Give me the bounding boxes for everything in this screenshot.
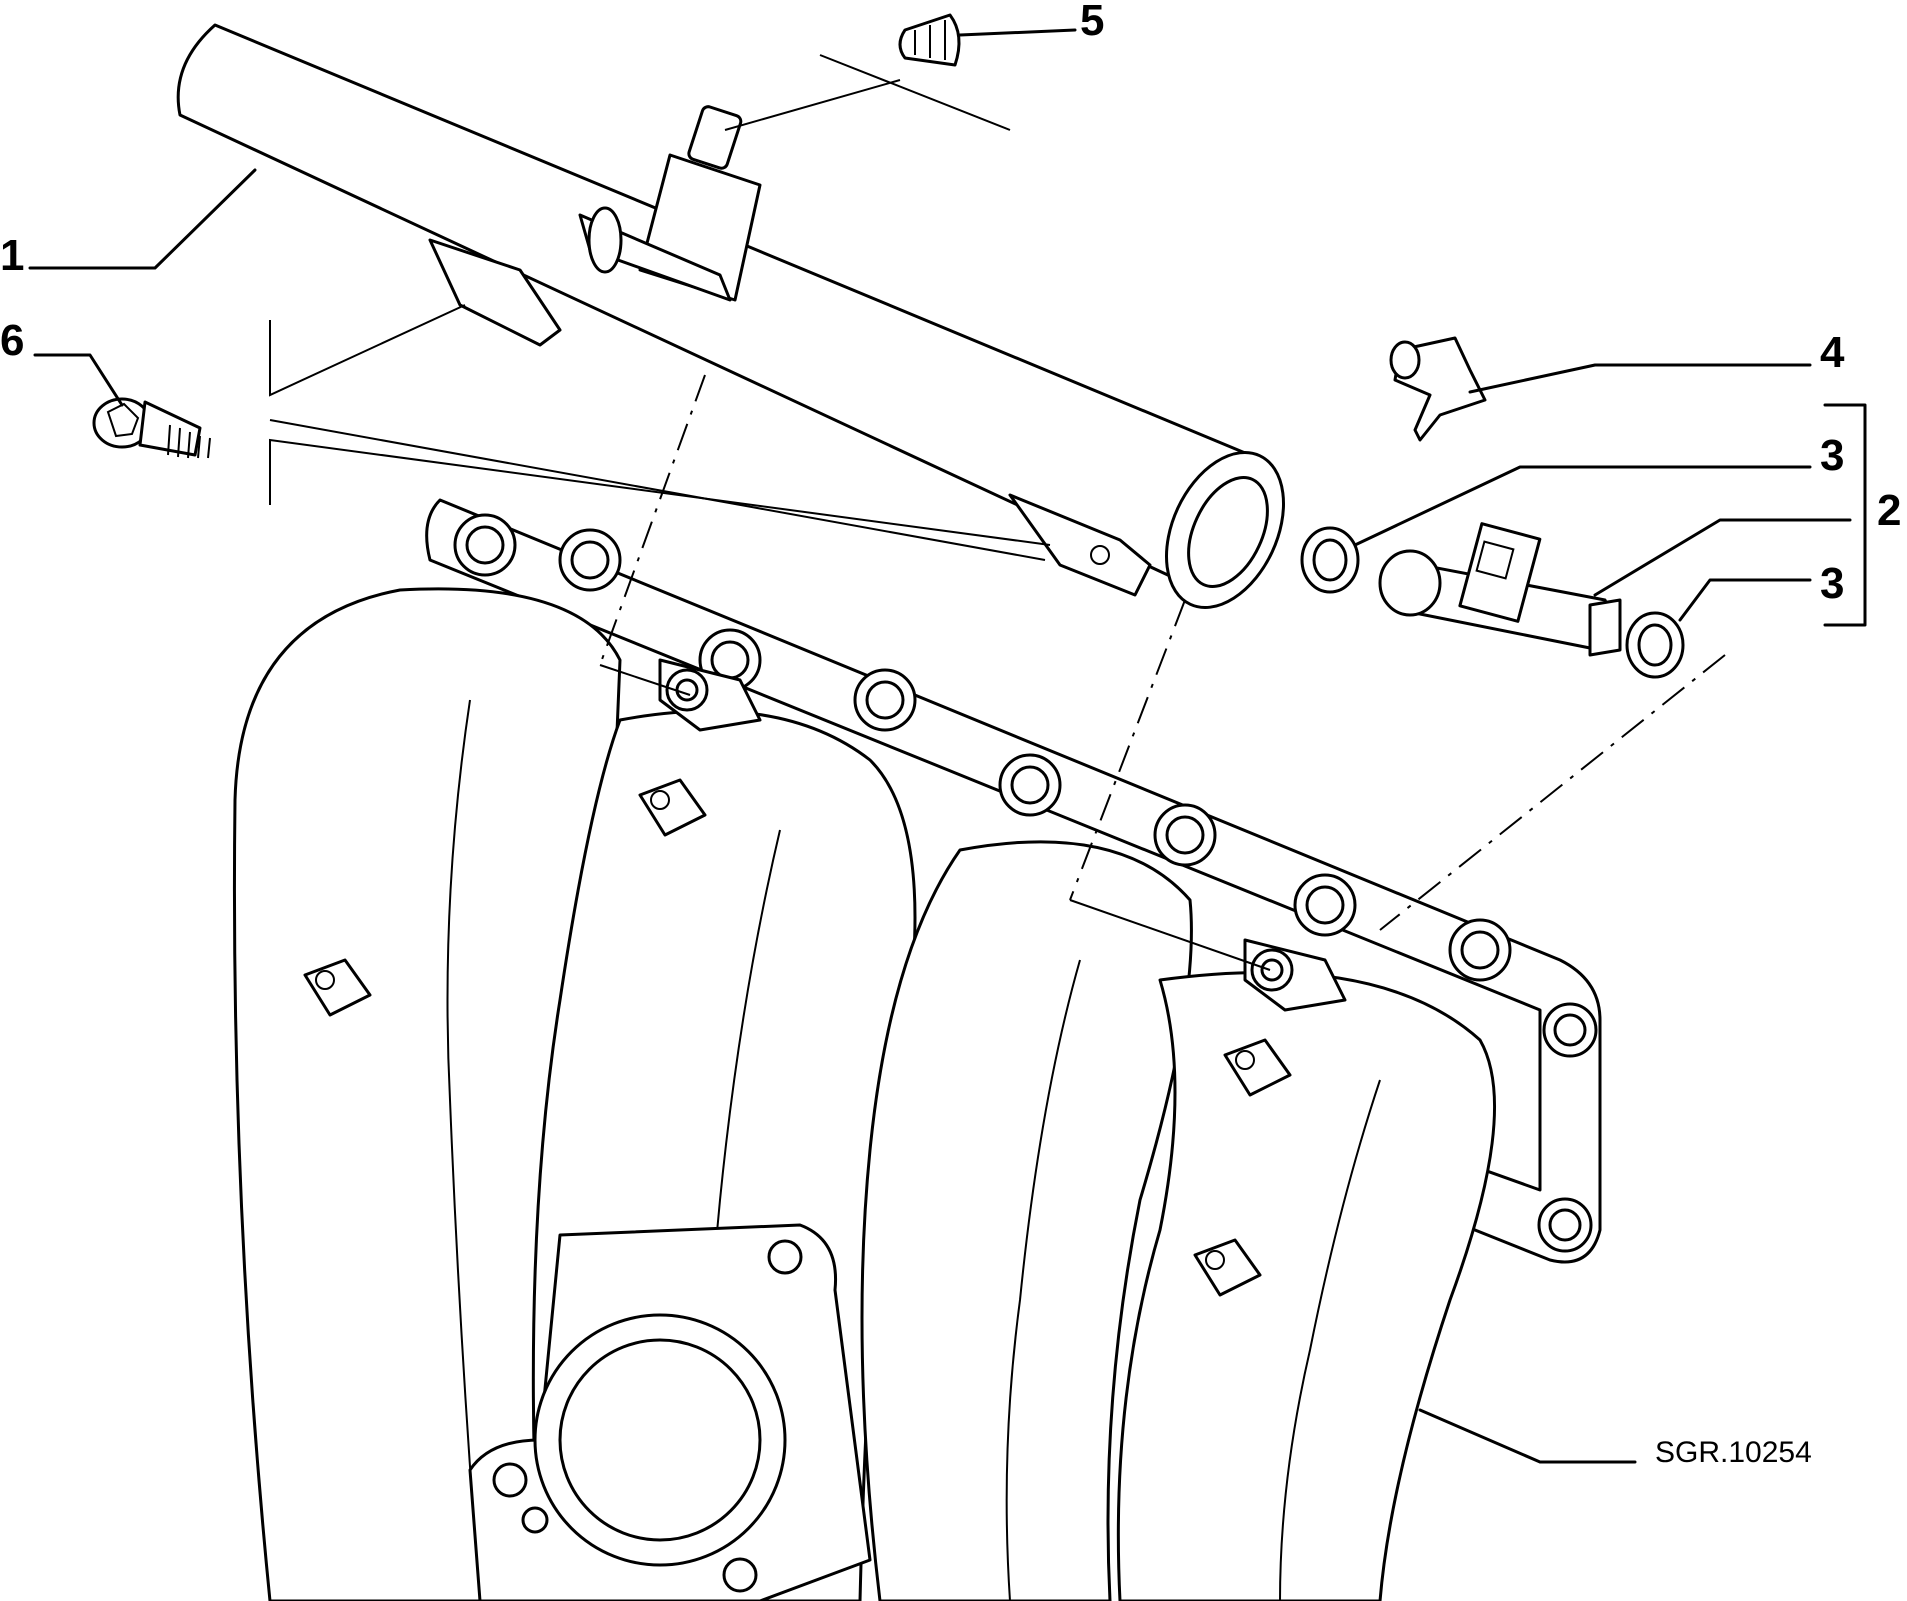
seal-ring-upper (1300, 526, 1360, 594)
sensor-boss (1223, 1038, 1292, 1097)
manifold-bolt-hole (558, 528, 622, 592)
screw (92, 397, 211, 459)
throttle-body-flange (468, 1223, 872, 1601)
callout-label-seal-upper: 3 (1820, 431, 1844, 480)
callout-leaders (28, 28, 1867, 1464)
callout-label-fuel-rail: 1 (0, 231, 24, 280)
manifold-bolt-hole (1153, 803, 1217, 867)
callout-label-screw: 6 (0, 316, 24, 365)
cap (898, 13, 961, 67)
retaining-clip (1389, 336, 1487, 442)
callout-label-injector: 2 (1877, 486, 1901, 535)
sensor-boss (638, 778, 707, 837)
callout-label-cap: 5 (1080, 0, 1104, 45)
callout-label-seal-lower: 3 (1820, 559, 1844, 608)
assembly-lines (269, 54, 1726, 971)
sensor-boss (303, 958, 372, 1017)
manifold-bolt-hole (1448, 918, 1512, 982)
manifold-bolt-hole (853, 668, 917, 732)
manifold-bolt-hole (998, 753, 1062, 817)
manifold-bolt-hole (1537, 1197, 1593, 1253)
callout-label-clip: 4 (1820, 328, 1845, 377)
drawing-reference-code: SGR.10254 (1655, 1436, 1812, 1469)
injector-assembly (1378, 522, 1622, 657)
seal-ring-lower (1625, 611, 1685, 679)
manifold-bolt-hole (1542, 1002, 1598, 1058)
rail-mount-post (1243, 938, 1347, 1012)
fuel-rail (176, 23, 1285, 609)
sensor-boss (1193, 1238, 1262, 1297)
manifold-bolt-hole (453, 513, 517, 577)
manifold-bolt-hole (1293, 873, 1357, 937)
intake-manifold (232, 498, 1602, 1601)
rail-mount-post (658, 658, 762, 732)
